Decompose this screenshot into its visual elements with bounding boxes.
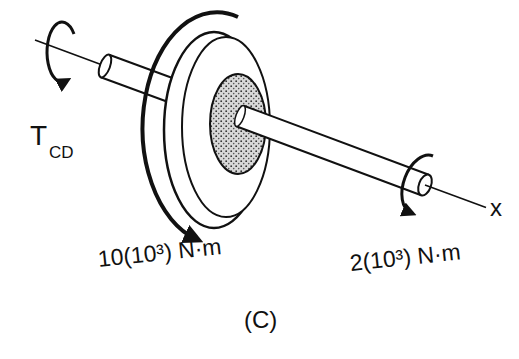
axis-line [425,185,486,208]
axis-line [35,40,105,66]
torque-value: 10(10³) N·m [97,235,223,271]
torque-value: 2(10³) N·m [349,240,462,274]
torque-symbol: T [30,122,47,150]
torque-subscript: CD [49,144,74,161]
shaft-body [236,106,429,196]
axis-label: x [490,196,502,220]
shaft-edge [236,126,421,195]
torque-arrow [47,22,74,82]
shaft-root [232,104,247,127]
figure-label: (C) [244,308,277,332]
shaft-end [96,53,114,79]
